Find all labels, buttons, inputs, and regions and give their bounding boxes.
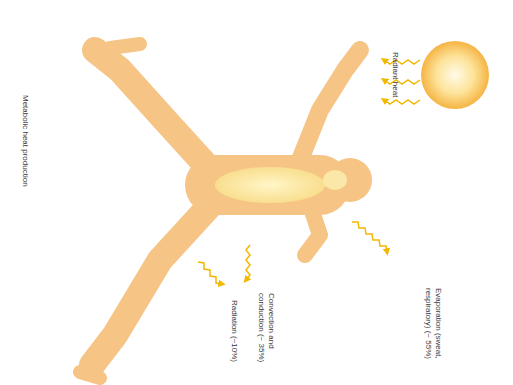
metabolic-label: Metabolic heat production bbox=[20, 95, 30, 225]
sun bbox=[421, 41, 489, 109]
evaporation-arrow bbox=[352, 222, 387, 252]
radiant-heat-arrow bbox=[384, 80, 420, 84]
heat-arrows bbox=[198, 60, 420, 284]
head-core bbox=[323, 170, 347, 190]
radiation-arrow bbox=[198, 262, 222, 284]
leg bbox=[95, 50, 215, 175]
convection-arrow bbox=[246, 245, 250, 280]
evaporation-label: Evaporation (sweat, respiratory) (~ 55%) bbox=[423, 288, 443, 370]
foot bbox=[80, 372, 100, 378]
convection-label: Convection and conduction (~ 35%) bbox=[256, 293, 276, 369]
body-core bbox=[215, 167, 325, 203]
radiant-heat-label: Radiant heat bbox=[390, 52, 400, 112]
radiant-heat-arrow bbox=[384, 60, 420, 64]
foot bbox=[110, 44, 140, 48]
leg bbox=[92, 200, 215, 365]
human-figure bbox=[80, 44, 372, 378]
radiant-heat-arrow bbox=[384, 100, 420, 104]
arm bbox=[300, 50, 360, 160]
radiation-label: Radiation (~10%) bbox=[229, 300, 239, 370]
